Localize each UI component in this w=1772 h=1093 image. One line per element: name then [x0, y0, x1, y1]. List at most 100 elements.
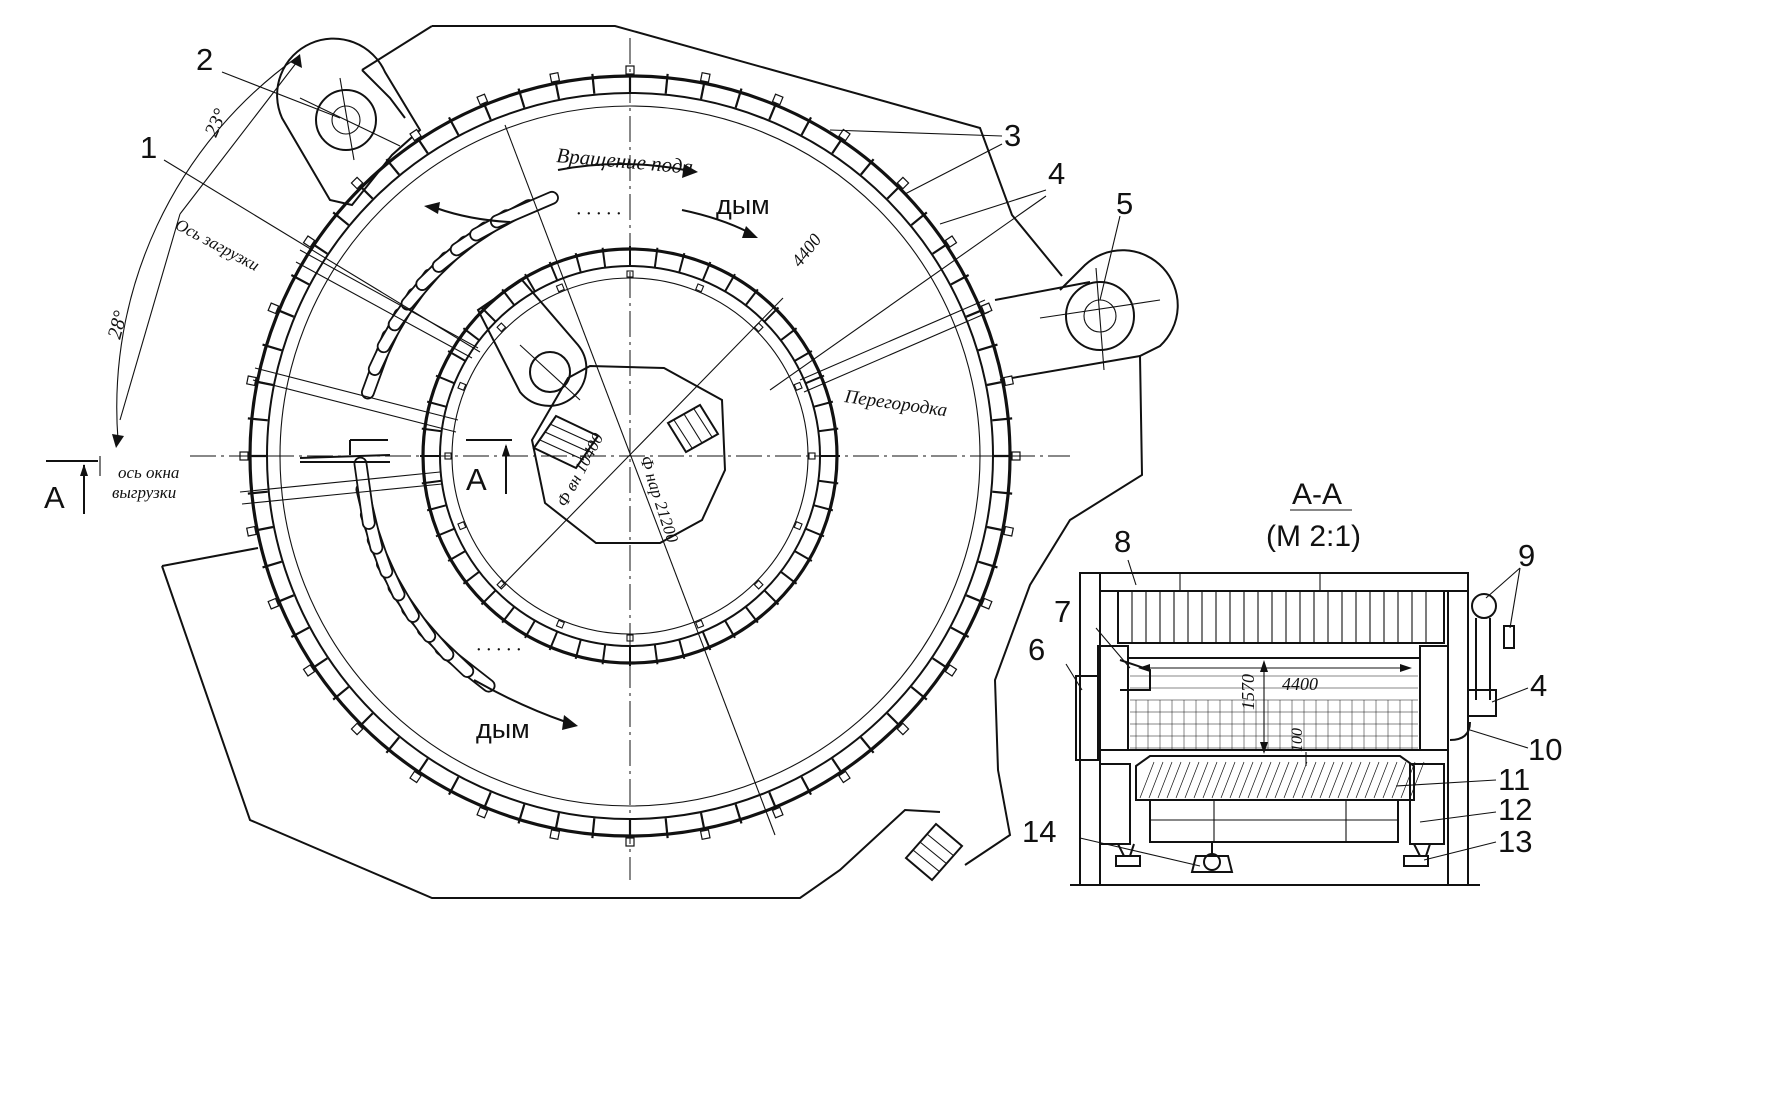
inner-stud — [574, 639, 582, 660]
inner-stud — [678, 252, 686, 273]
callout-10: 10 — [1528, 732, 1562, 767]
inner-diameter: Ф вн 10400 — [553, 429, 608, 509]
inner-stud-nut — [496, 579, 507, 590]
outer-stud — [310, 657, 328, 671]
section-letter-left: А — [44, 480, 65, 515]
inner-stud — [462, 327, 480, 342]
inner-stud — [780, 570, 798, 585]
inner-stud-nut — [793, 521, 803, 531]
hearth-hatch-line — [1400, 761, 1416, 799]
rotation-label: Вращение пода — [556, 143, 694, 179]
inner-stud — [501, 606, 516, 624]
outer-stud-nut — [350, 722, 364, 736]
outer-stud — [978, 343, 998, 352]
callout-8: 8 — [1114, 524, 1131, 559]
rotation-arrowhead — [682, 164, 698, 178]
inner-stud — [421, 427, 442, 433]
inner-stud — [462, 570, 480, 585]
hearth-hatch-line — [1409, 761, 1425, 799]
outer-stud — [768, 791, 778, 812]
hearth-hatch — [1139, 761, 1425, 799]
outer-stud-nut — [699, 72, 711, 83]
outer-stud — [860, 158, 875, 176]
partition-label: Перегородка — [842, 386, 948, 421]
outer-stud-nut — [267, 302, 280, 315]
outer-stud — [986, 380, 1007, 387]
section-mark-left — [46, 460, 98, 514]
outer-stud — [448, 116, 460, 136]
rotation-arrow — [557, 163, 686, 171]
hearth-hatch-line — [1193, 761, 1209, 799]
central-stair-left — [532, 414, 600, 470]
inner-stud-nut — [793, 381, 803, 391]
inner-stud — [548, 631, 559, 651]
outer-stud — [734, 804, 743, 824]
section-view: А-А (М 2:1) — [1022, 478, 1562, 886]
outer-stud — [950, 274, 970, 286]
hearth-hatch-line — [1139, 761, 1155, 799]
outer-stud — [699, 79, 706, 100]
inner-stud — [763, 589, 780, 606]
outer-stud — [978, 560, 998, 569]
outer-stud — [591, 818, 596, 839]
section-dim-hearth: 100 — [1289, 728, 1306, 752]
outer-stud-nut — [771, 806, 784, 819]
outer-stud — [554, 812, 561, 833]
unload-axis-label-1: ось окна — [118, 463, 179, 482]
inner-stud — [813, 504, 834, 512]
casing-outline — [161, 25, 1179, 899]
spoke-upper — [295, 249, 479, 359]
hearth-hatch-line — [1184, 761, 1200, 799]
outer-stud — [332, 686, 350, 701]
outer-stud — [965, 308, 986, 318]
access-ladder — [904, 822, 964, 882]
feed-arrowhead — [424, 202, 440, 214]
width-dimension: 4400 — [787, 230, 825, 271]
leader-lines — [119, 57, 1121, 421]
outer-stud — [699, 812, 706, 833]
outer-stud-nut — [771, 93, 784, 106]
outer-stud-nut — [350, 176, 364, 190]
inner-stud — [818, 427, 839, 433]
callout-12: 12 — [1498, 792, 1532, 827]
hearth-hatch-line — [1391, 761, 1407, 799]
hearth-hatch-line — [1283, 761, 1299, 799]
hearth-slots — [353, 190, 559, 693]
outer-stud — [262, 343, 282, 352]
outer-stud-nut — [549, 829, 561, 840]
callout-5: 5 — [1116, 186, 1133, 221]
angle-arc — [116, 57, 297, 441]
inner-stud-nut — [555, 283, 565, 293]
furnace-drawing: 1 2 3 4 5 Вращение пода · · · · · дым ды… — [44, 25, 1562, 899]
load-axis-label: Ось загрузки — [172, 215, 262, 275]
hearth-hatch-line — [1346, 761, 1362, 799]
inner-stud — [447, 550, 466, 562]
outer-stud — [253, 525, 274, 532]
callout-4b: 4 — [1530, 668, 1547, 703]
inner-stud — [447, 350, 466, 362]
outer-stud — [385, 736, 400, 754]
outer-stud — [274, 594, 295, 604]
inner-stud — [678, 639, 686, 660]
inner-stud — [548, 261, 559, 281]
outer-stud — [554, 79, 561, 100]
outer-stud — [932, 657, 950, 671]
outer-stud — [262, 560, 282, 569]
outer-stud — [415, 136, 429, 154]
inner-stud — [435, 374, 455, 385]
outer-stud — [886, 183, 903, 200]
hearth-hatch-line — [1265, 761, 1281, 799]
angle-bottom-label: 28° — [104, 309, 132, 342]
spoke-mid — [252, 367, 459, 433]
inner-stud — [813, 400, 834, 408]
outer-stud-nut — [476, 806, 489, 819]
outer-stud — [734, 88, 743, 108]
outer-stud — [932, 241, 950, 255]
roof-bricks — [1131, 591, 1427, 643]
outer-wall-studs — [239, 65, 1021, 847]
section-scale: (М 2:1) — [1266, 520, 1361, 553]
unload-axis-label-2: выгрузки — [112, 483, 176, 502]
inner-stud-nut — [695, 619, 705, 629]
outer-stud-nut — [476, 93, 489, 106]
outer-stud — [247, 490, 268, 495]
